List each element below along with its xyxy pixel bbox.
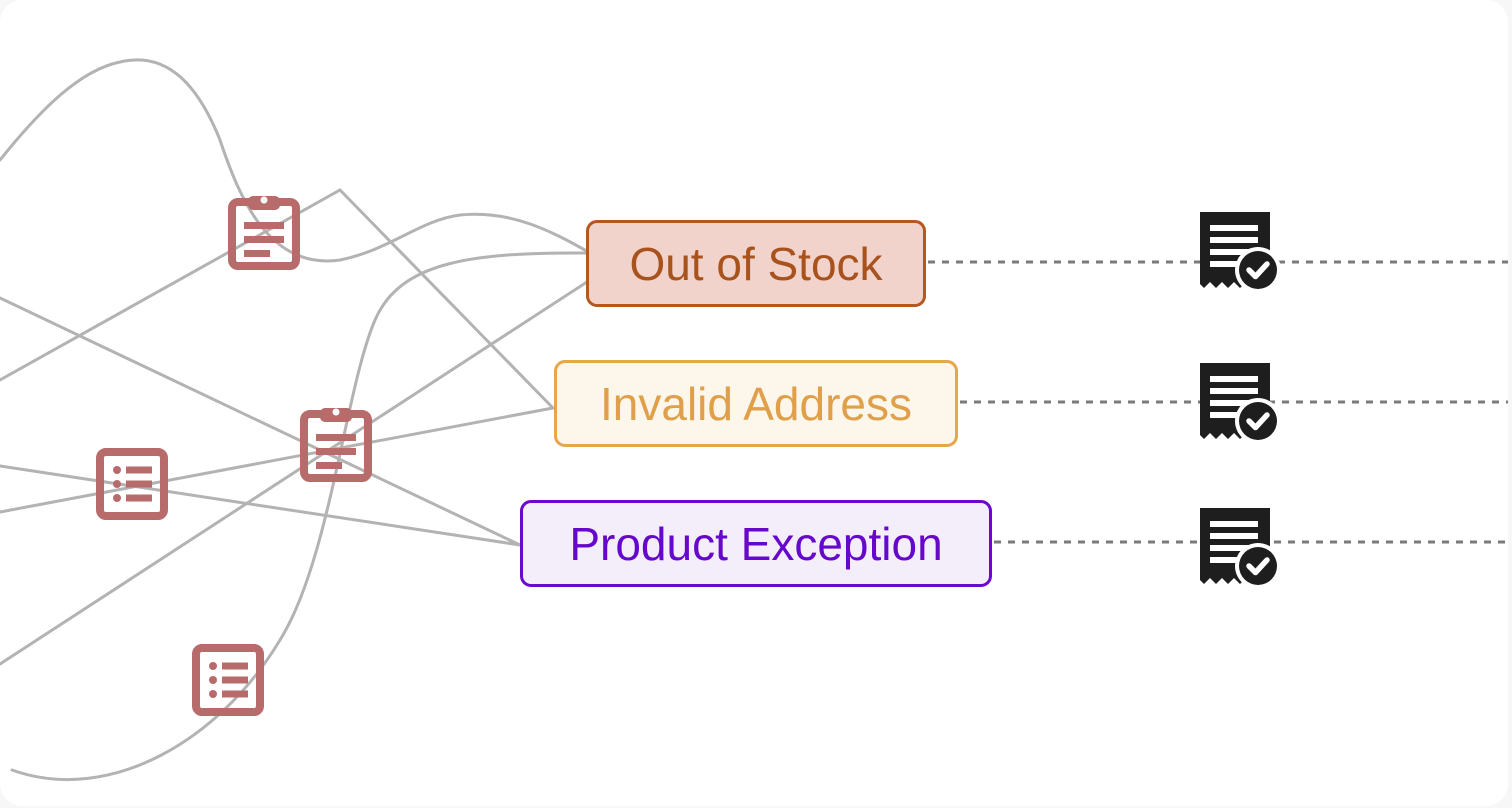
receipt-check-icon: [1200, 363, 1281, 444]
category-node-invalid-address[interactable]: Invalid Address: [554, 360, 958, 447]
resolution-nodes: [1200, 212, 1281, 589]
connection-line: [0, 278, 592, 666]
category-label: Out of Stock: [629, 237, 883, 290]
connection-line: [10, 251, 592, 781]
category-label: Invalid Address: [600, 377, 912, 430]
connection-line: [0, 296, 522, 547]
connection-line: [0, 406, 555, 514]
source-nodes: [100, 196, 368, 712]
connection-line: [0, 464, 522, 547]
category-label: Product Exception: [569, 517, 943, 570]
category-node-product-exception[interactable]: Product Exception: [520, 500, 992, 587]
connection-lines: [0, 58, 592, 781]
category-node-out-of-stock[interactable]: Out of Stock: [586, 220, 926, 307]
receipt-check-icon: [1200, 508, 1281, 589]
receipt-check-icon: [1200, 212, 1281, 293]
connection-line: [0, 188, 555, 410]
connection-line: [0, 58, 592, 263]
